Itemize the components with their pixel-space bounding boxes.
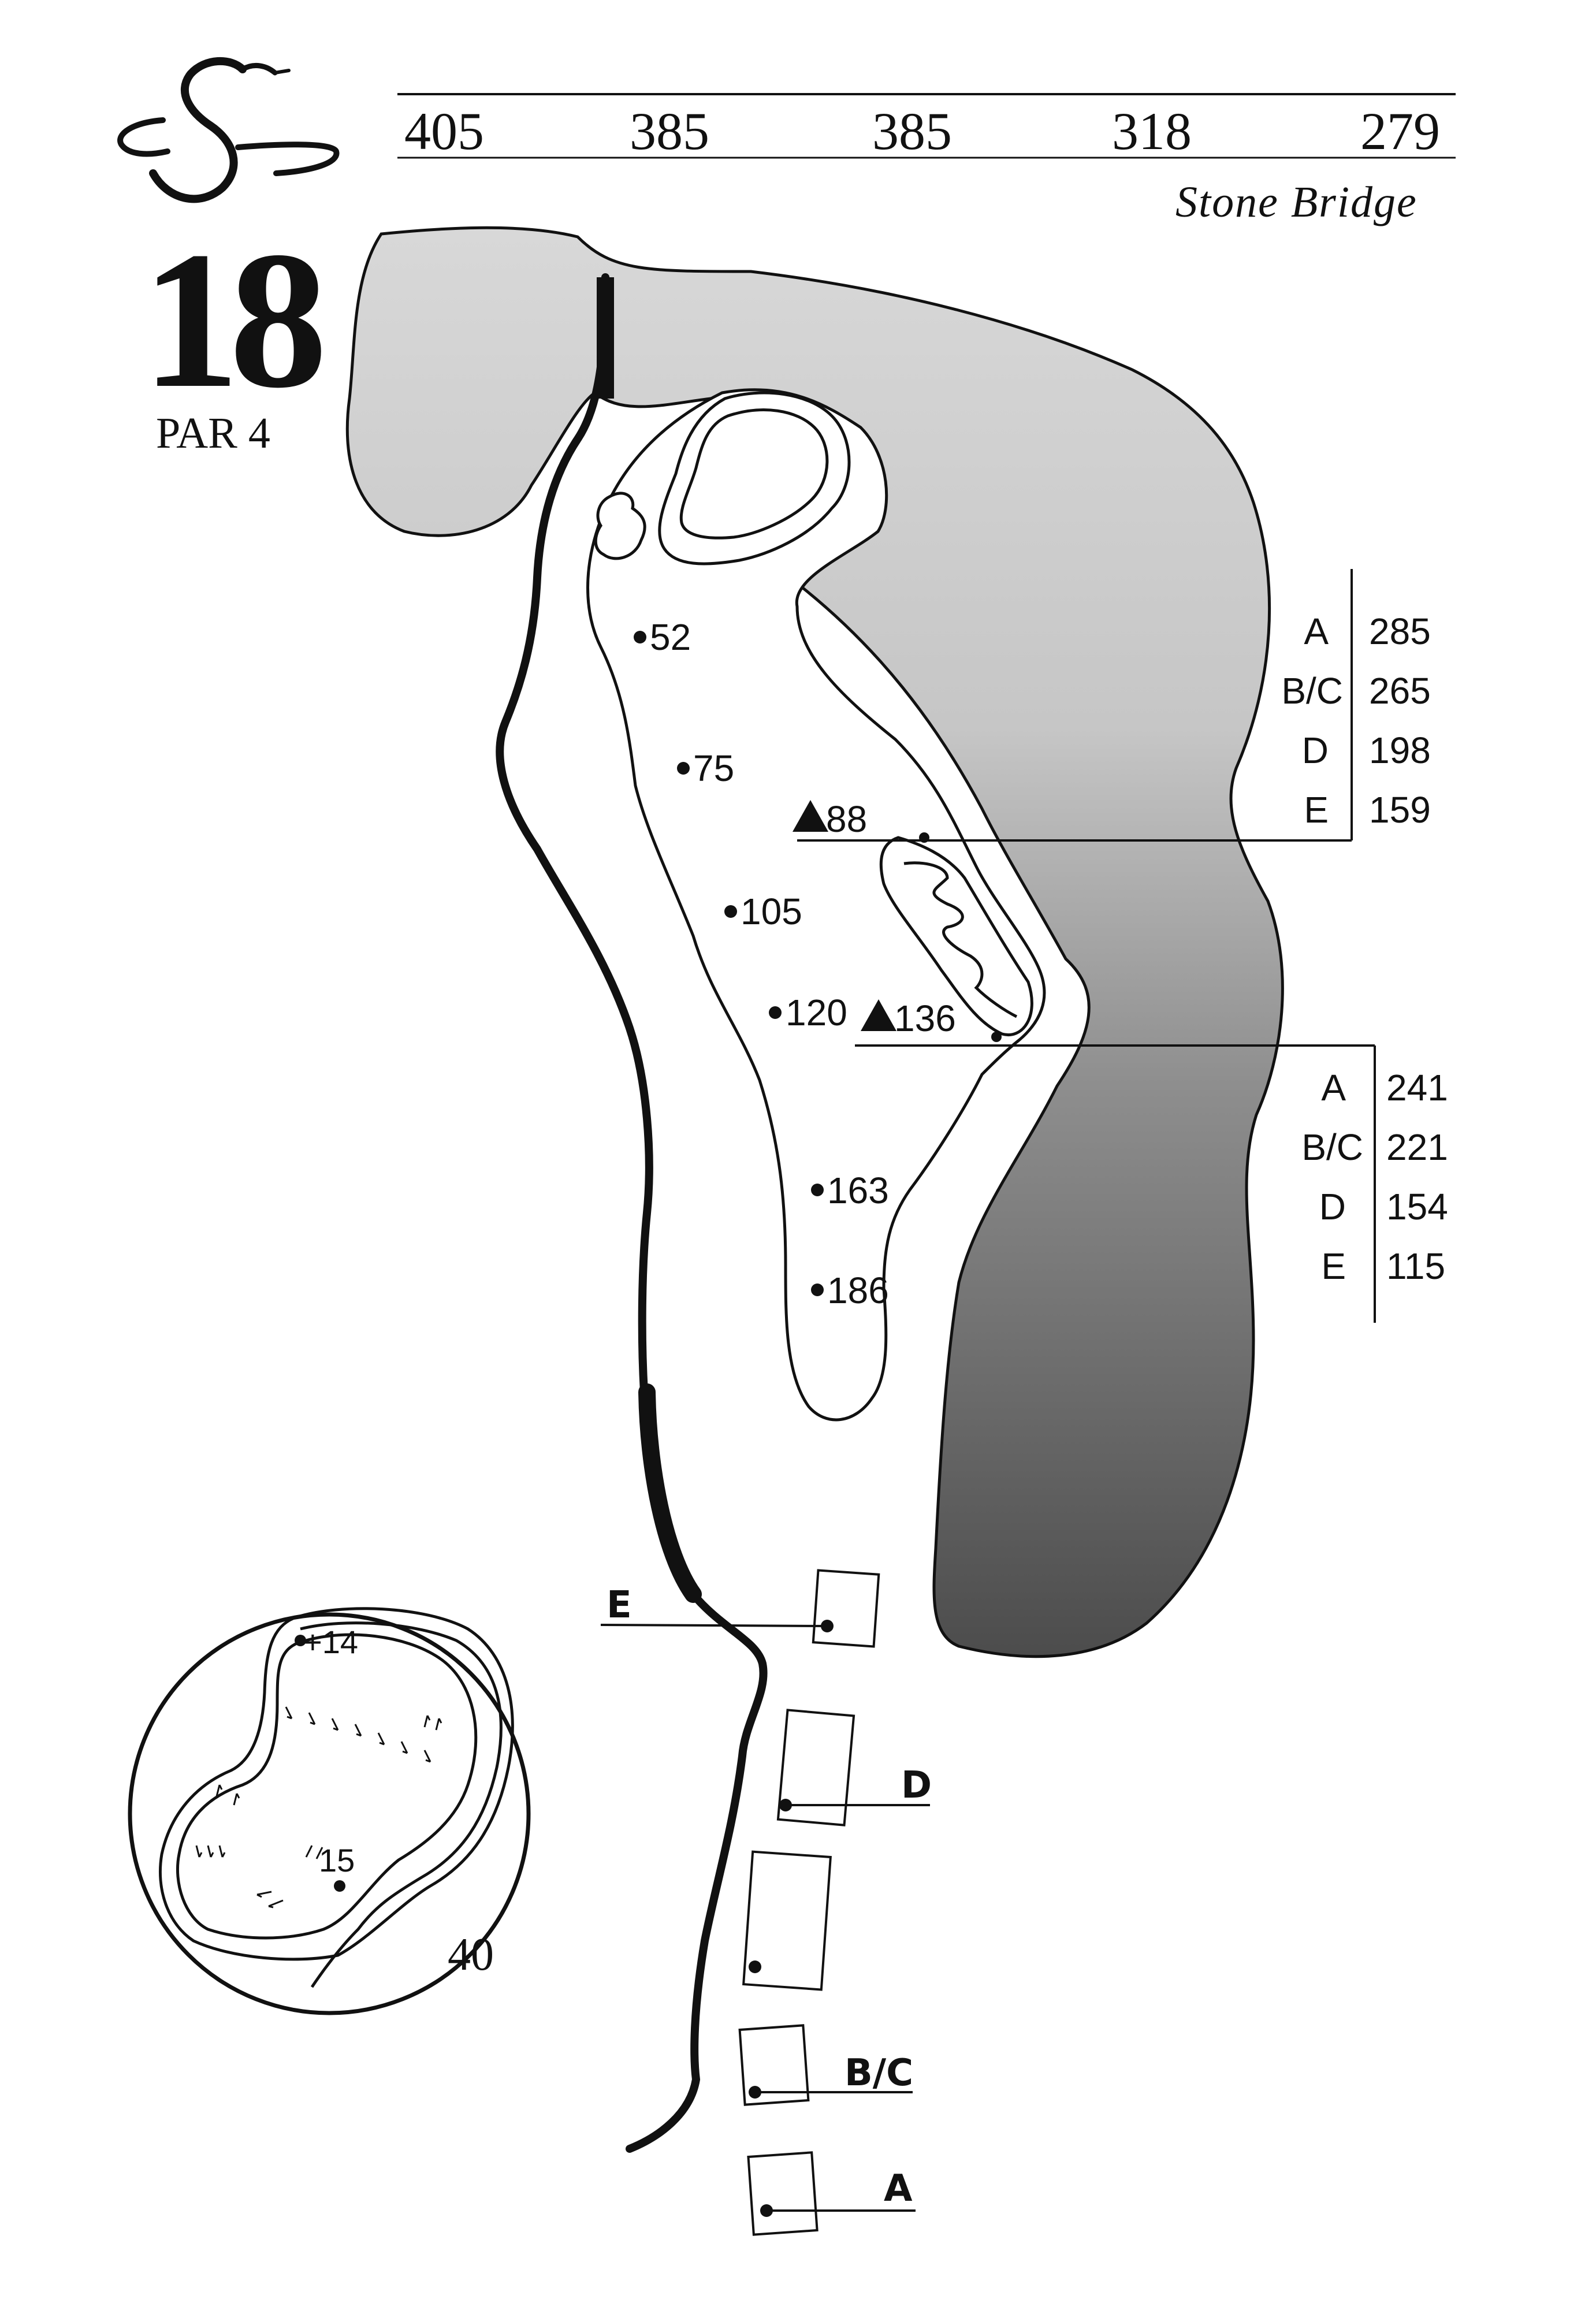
carry-tee-label: A	[1321, 1067, 1346, 1108]
tee-label-a: A	[884, 2167, 913, 2210]
yardage-tee-1: 405	[404, 102, 484, 161]
tee-box-d	[776, 1709, 855, 1826]
tee-box-bc	[738, 2024, 810, 2106]
fairway-bunker-inner	[903, 861, 1018, 1018]
green-surface	[679, 408, 829, 540]
slope-arrows-icon	[195, 1706, 442, 1909]
tee-boxes: E D B/C A	[600, 1569, 932, 2236]
marker-dot	[811, 1184, 824, 1196]
carry-tee-label: B/C	[1281, 670, 1343, 712]
marker-label: 163	[827, 1170, 889, 1211]
carry-tee-label: B/C	[1301, 1126, 1363, 1168]
carry-yardage: 265	[1369, 670, 1431, 712]
marker-label: 88	[826, 798, 867, 840]
tee-box-a	[747, 2151, 819, 2236]
tee-dot	[749, 1960, 761, 1973]
green-detail-inset: +14 15 40	[128, 1607, 531, 2015]
tee-label-e: E	[607, 1584, 632, 1627]
marker-label: 186	[827, 1270, 889, 1311]
carry-table-lower: A 241 B/C 221 D 154 E 115	[1301, 1067, 1448, 1287]
carry-yardage: 154	[1386, 1186, 1448, 1227]
inset-circle	[128, 1612, 531, 2015]
tee-label-bc: B/C	[844, 2052, 913, 2094]
inset-fringe	[159, 1607, 514, 1961]
carry-yardage: 198	[1369, 730, 1431, 771]
marker-label: 75	[693, 747, 734, 789]
marker-label: 136	[894, 998, 956, 1039]
carry-yardage: 221	[1386, 1126, 1448, 1168]
yardage-tee-5: 279	[1360, 102, 1440, 161]
yardage-tee-4: 318	[1112, 102, 1192, 161]
pin-dot-back	[295, 1635, 306, 1646]
triangle-marker-icon	[793, 800, 828, 832]
cart-path	[496, 273, 768, 2153]
yardage-markers: 52 75 105 120 163 186 88 136	[634, 616, 1002, 1311]
green-depth-label: 40	[448, 1929, 494, 1980]
carry-yardage: 115	[1386, 1245, 1445, 1287]
carry-tee-label: D	[1302, 730, 1329, 771]
par-label: PAR 4	[156, 409, 270, 457]
stone-bridge-logo	[117, 57, 340, 203]
yardage-header: 405 385 385 318 279 Stone Bridge	[397, 93, 1456, 226]
carry-tee-label: D	[1319, 1186, 1346, 1227]
carry-table-upper: A 285 B/C 265 D 198 E 159	[1281, 611, 1430, 831]
tee-label-d: D	[901, 1764, 932, 1807]
tee-box-middle	[742, 1850, 832, 1991]
bunker-edge-dot	[991, 1032, 1002, 1042]
water-hazard	[345, 226, 1284, 1658]
fairway	[586, 388, 1046, 1422]
carry-yardage: 241	[1386, 1067, 1448, 1108]
marker-label: 52	[650, 616, 691, 658]
tee-line	[600, 1624, 828, 1627]
front-slope-label: 15	[319, 1842, 355, 1878]
carry-tee-label: E	[1304, 789, 1329, 831]
marker-dot	[634, 631, 646, 643]
tee-box-e	[812, 1569, 880, 1648]
marker-dot	[769, 1006, 782, 1019]
marker-label: 105	[741, 891, 802, 932]
marker-label: 120	[786, 992, 847, 1033]
yardage-tee-2: 385	[630, 102, 709, 161]
cart-path-bridge-bottom	[638, 1383, 702, 1603]
pin-dot-front	[334, 1880, 345, 1892]
marker-dot	[677, 762, 690, 775]
bunker-edge-dot	[919, 832, 929, 843]
course-name: Stone Bridge	[1175, 178, 1418, 226]
carry-tee-label: E	[1321, 1245, 1346, 1287]
carry-tee-label: A	[1304, 611, 1329, 652]
greenside-bunker	[594, 492, 646, 560]
fairway-bunker	[879, 836, 1033, 1036]
inset-green-surface	[176, 1633, 478, 1940]
marker-dot	[724, 905, 737, 918]
yardage-tee-3: 385	[872, 102, 952, 161]
back-slope-label: +14	[303, 1624, 358, 1660]
inset-green-outer	[300, 1621, 503, 1988]
hole-number: 18	[142, 211, 321, 429]
carry-yardage: 285	[1369, 611, 1431, 652]
marker-dot	[811, 1284, 824, 1296]
triangle-marker-icon	[861, 999, 896, 1031]
carry-yardage: 159	[1369, 789, 1431, 831]
